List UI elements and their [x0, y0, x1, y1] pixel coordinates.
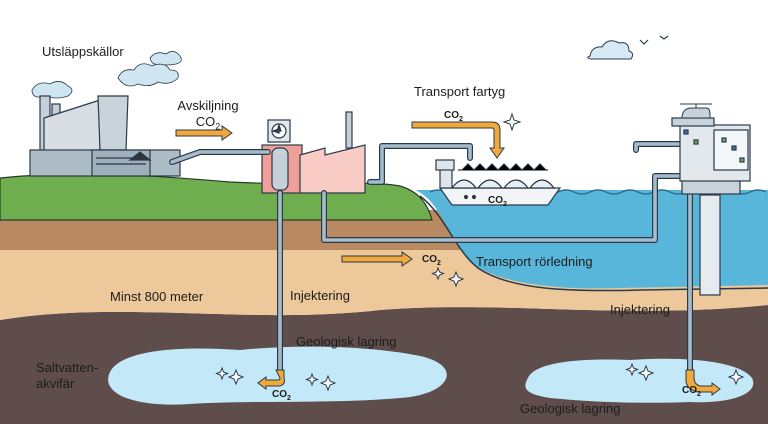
factory-icon — [29, 95, 181, 177]
geo-storage-right-label: Geologisk lagring — [520, 401, 621, 416]
aquifer-left — [108, 346, 447, 405]
separation-label-line2: CO2 — [195, 114, 221, 132]
co2-tag-storage-left: CO2 — [272, 389, 291, 402]
ship-icon — [435, 159, 562, 206]
bird-icon — [639, 35, 669, 45]
co2-tag-ship-arrow: CO2 — [444, 110, 463, 123]
aquifer-label-line1: Saltvatten- — [36, 360, 99, 375]
aquifer-label-line2: akvifär — [36, 376, 75, 391]
sparkle-icon — [215, 112, 745, 392]
co2-tag-storage-right: CO2 — [682, 385, 701, 398]
co2-tag-pipeline: CO2 — [422, 254, 441, 267]
injection-sea-label: Injektering — [610, 302, 670, 317]
co2-flow-arrows — [175, 121, 721, 396]
helicopter-icon — [680, 103, 712, 119]
geo-storage-left-label: Geologisk lagring — [296, 334, 397, 349]
co2-tag-ship-hull: CO2 — [488, 195, 507, 208]
seabed-line — [419, 195, 768, 292]
platform-icon — [671, 117, 751, 296]
separation-label-line1: Avskiljning — [177, 98, 239, 113]
injection-land-label: Injektering — [290, 288, 350, 303]
emission-sources-label: Utsläppskällor — [42, 44, 124, 59]
aquifer-right — [525, 358, 754, 403]
transport-pipeline-label: Transport rörledning — [476, 254, 593, 269]
cloud-icon — [587, 40, 634, 60]
smoke-cloud — [31, 51, 182, 99]
transport-ship-label: Transport fartyg — [414, 84, 506, 99]
min-depth-label: Minst 800 meter — [110, 289, 204, 304]
